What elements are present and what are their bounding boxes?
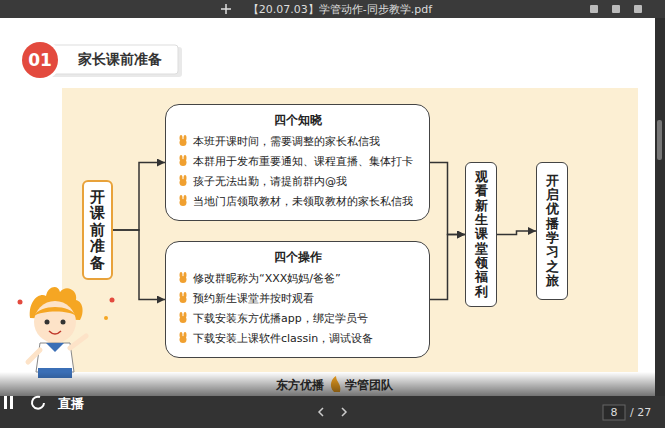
list-row: 本班开课时间，需要调整的家长私信我 (178, 132, 417, 152)
slide (0, 18, 655, 404)
bullet-head (180, 336, 187, 343)
logo-text: 东方优播 (276, 377, 324, 394)
bullet-head (180, 139, 187, 146)
pause-bar (10, 396, 13, 409)
confetti (18, 300, 23, 305)
page-number-box (603, 405, 625, 420)
vertical-text: 观看新生课堂领福利 (475, 170, 488, 299)
viewer-top-bar (0, 0, 665, 18)
list-box: 四个知晓本班开课时间，需要调整的家长私信我本群用于发布重要通知、课程直播、集体打… (165, 104, 430, 221)
bullet-icon (178, 332, 188, 343)
list-item: 下载安装东方优播app，绑定学员号 (193, 312, 368, 325)
kid-eye (61, 320, 66, 325)
kid-eye (45, 320, 50, 325)
kid-collar (46, 343, 64, 352)
kid-fringe (34, 307, 76, 316)
box-heading: 四个操作 (274, 250, 322, 264)
kid-arm (70, 336, 86, 348)
bullet-head (180, 316, 187, 323)
page-total: / 27 (630, 406, 651, 419)
bullet-head (180, 276, 187, 283)
video-shade (0, 372, 655, 396)
scrollbar-thumb (657, 120, 662, 160)
bullet-icon (178, 135, 188, 146)
move-cursor (221, 4, 231, 14)
connector-arrow (113, 163, 165, 231)
section-number: 01 (22, 50, 58, 70)
bullet-head (180, 159, 187, 166)
diagram-panel (62, 88, 638, 372)
toolbar-icons (590, 5, 642, 13)
viewer-bottom-bar (0, 396, 665, 428)
section-title: 家长课前准备 (78, 51, 162, 69)
header-circle-ring (19, 39, 61, 81)
list-item: 本班开课时间，需要调整的家长私信我 (193, 135, 380, 148)
list-item: 当地门店领取教材，未领取教材的家长私信我 (193, 195, 413, 208)
bullet-icon (178, 312, 188, 323)
start-box: 开课前准备 (82, 180, 113, 280)
heading-row: 四个知晓 (178, 111, 417, 129)
list-row: 本群用于发布重要通知、课程直播、集体打卡 (178, 152, 417, 172)
scrollbar (655, 18, 665, 404)
bullet-icon (178, 195, 188, 206)
list-item: 孩子无法出勤，请提前群内@我 (193, 175, 347, 188)
pause-icon (4, 396, 13, 409)
logo-text: 学管团队 (345, 377, 393, 394)
list-row: 预约新生课堂并按时观看 (178, 289, 417, 309)
list-item: 本群用于发布重要通知、课程直播、集体打卡 (193, 155, 413, 168)
toolbar-icon (634, 5, 642, 13)
vertical-text: 开课前准备 (90, 189, 105, 272)
kid-face (34, 301, 76, 343)
cartoon-kid (18, 287, 115, 378)
live-label: 直播 (58, 395, 84, 413)
header-circle (22, 42, 58, 78)
connector-arrow (430, 163, 465, 235)
list-row: 下载安装东方优播app，绑定学员号 (178, 309, 417, 329)
list-row: 当地门店领取教材，未领取教材的家长私信我 (178, 192, 417, 212)
refresh-icon (32, 397, 44, 409)
box-heading: 四个知晓 (274, 113, 322, 127)
list-item: 预约新生课堂并按时观看 (193, 292, 314, 305)
connector-arrow (113, 230, 165, 300)
connector-arrow (497, 231, 536, 235)
list-box: 四个操作修改群昵称为“XXX妈妈/爸爸” 预约新生课堂并按时观看下载安装东方优播a… (165, 241, 430, 358)
bullet-icon (178, 155, 188, 166)
kid-arm (28, 350, 40, 362)
vertical-text: 开启优播学习之旅 (546, 174, 559, 288)
bullet-icon (178, 272, 188, 283)
heading-row: 四个操作 (178, 248, 417, 266)
list-item: 修改群昵称为“XXX妈妈/爸爸” (193, 272, 341, 285)
end-box: 开启优播学习之旅 (536, 162, 568, 300)
prev-page-icon (319, 408, 323, 416)
bullet-head (180, 199, 187, 206)
kid-mouth (49, 331, 61, 334)
list-row: 修改群昵称为“XXX妈妈/爸爸” (178, 269, 417, 289)
toolbar-icon (612, 5, 620, 13)
confetti (104, 316, 108, 320)
file-title: 【20.07.03】学管动作-同步教学.pdf (190, 2, 490, 17)
next-page-icon (342, 408, 346, 416)
bullet-head (180, 179, 187, 186)
list-row: 下载安装上课软件classin，调试设备 (178, 329, 417, 349)
bullet-icon (178, 292, 188, 303)
process-box: 观看新生课堂领福利 (465, 162, 497, 307)
confetti (110, 298, 115, 303)
list-row: 孩子无法出勤，请提前群内@我 (178, 172, 417, 192)
connector-arrow (430, 235, 465, 300)
toolbar-icon (590, 5, 598, 13)
page-number: 8 (603, 406, 625, 419)
list-item: 下载安装上课软件classin，调试设备 (193, 332, 373, 345)
bullet-icon (178, 175, 188, 186)
pause-bar (4, 396, 7, 409)
bullet-head (180, 296, 187, 303)
